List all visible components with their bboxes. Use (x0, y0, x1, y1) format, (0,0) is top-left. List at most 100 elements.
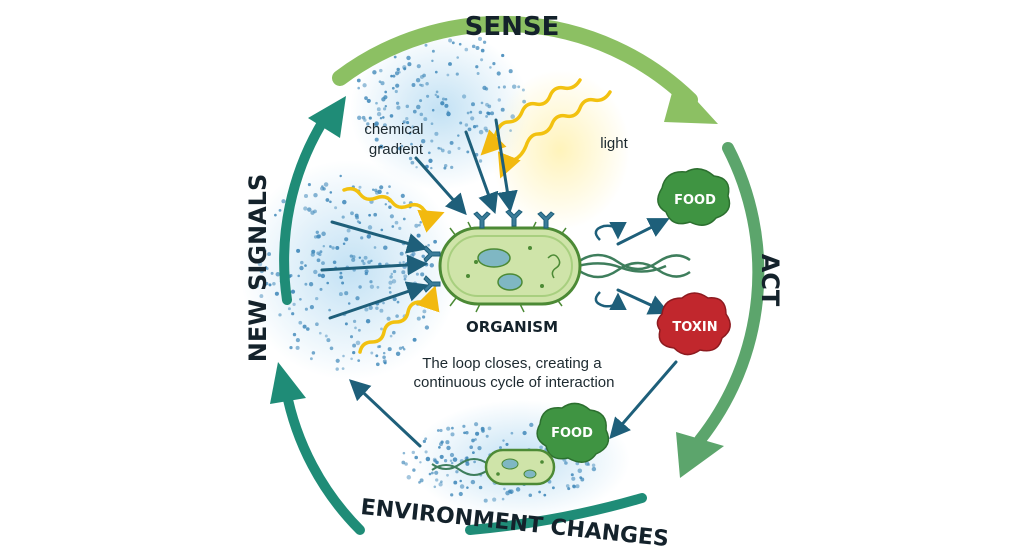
chemical-dot (289, 345, 293, 350)
chemical-dot (436, 429, 440, 432)
chemical-dot (303, 206, 308, 211)
chemical-dot (357, 86, 361, 90)
chemical-dot (515, 487, 521, 492)
chemical-dot (335, 367, 339, 371)
chemical-dot (439, 147, 443, 150)
chemical-dot (360, 236, 364, 240)
chemical-dot (382, 116, 385, 119)
chemical-dot (433, 458, 437, 463)
act-arrow (694, 142, 765, 446)
chemical-dot (465, 430, 469, 435)
food-target-top: FOOD (657, 168, 731, 226)
chemical-dot (344, 322, 348, 326)
chemical-dot (505, 442, 509, 446)
chemical-dot (265, 281, 269, 286)
chemical-dot (331, 246, 335, 250)
chemical-dot (382, 107, 387, 111)
chemical-dot (295, 338, 300, 343)
chemical-dot (298, 320, 303, 325)
chemical-dot (382, 355, 386, 360)
cell-inner (447, 235, 573, 297)
chemical-dot (309, 304, 315, 310)
chemical-dot (295, 345, 300, 350)
chemical-dot (409, 266, 415, 271)
chemical-dot (313, 192, 318, 198)
chemical-dot (414, 223, 419, 228)
chemical-dot (522, 430, 527, 436)
chemical-dot (342, 354, 345, 358)
chemical-dot (435, 478, 439, 482)
flagella (577, 253, 691, 279)
chemical-dot (443, 163, 448, 168)
chemical-dot (315, 296, 319, 301)
chemical-dot (423, 117, 428, 122)
chemical-dot (428, 472, 432, 476)
chemical-gradient-label: chemical gradient (364, 121, 427, 158)
chemical-dot (412, 468, 416, 472)
chemical-dot (323, 182, 329, 187)
chemical-dot (500, 107, 505, 112)
chemical-dot (388, 286, 392, 290)
act-label: ACT (756, 254, 784, 307)
chemical-dot (436, 95, 440, 99)
chemical-dot (386, 316, 391, 321)
chemical-dot (411, 83, 416, 87)
chemical-dot (401, 270, 406, 275)
upper-left-arrowhead (308, 96, 346, 138)
rotation-arrows (594, 221, 627, 311)
chemical-dot (449, 140, 454, 145)
chemical-dot (302, 324, 307, 329)
chemical-dot (387, 347, 392, 352)
chemical-dot (254, 283, 260, 288)
chemical-dot (305, 327, 310, 331)
chemical-dot (407, 62, 412, 67)
chemical-dot (457, 134, 460, 137)
chemical-dot (265, 267, 269, 271)
chemical-dot (395, 314, 399, 318)
chemical-dot (463, 431, 466, 435)
new-signals-label: NEW SIGNALS (244, 174, 272, 362)
chemical-dot (483, 498, 488, 503)
chemical-dot (291, 312, 295, 316)
chemical-dot (391, 225, 395, 228)
chemical-dot (419, 478, 424, 483)
chemical-dot (341, 367, 345, 370)
chemical-dot (522, 99, 526, 104)
chemical-dot (329, 200, 332, 204)
chemical-dot (349, 335, 354, 339)
chemical-dot (508, 69, 513, 74)
chemical-dot (322, 244, 326, 248)
chemical-dot (388, 185, 391, 188)
chemical-dot (354, 213, 359, 218)
chemical-dot (383, 95, 388, 100)
chemical-dot (272, 282, 276, 286)
chemical-dot (289, 274, 293, 278)
chemical-dot (459, 479, 462, 483)
chemical-dot (411, 251, 416, 256)
chemical-dot (382, 359, 387, 364)
chemical-dot (430, 139, 434, 143)
chemical-dot (319, 287, 323, 291)
chemical-dot (486, 111, 490, 115)
chemical-dot (426, 94, 430, 98)
chemical-dot (480, 58, 484, 62)
chemical-dot (366, 98, 371, 103)
chemical-dot (388, 205, 392, 209)
toxin-target: TOXIN (656, 292, 731, 356)
chemical-dot (395, 351, 401, 357)
chemical-dot (455, 470, 459, 474)
chemical-dot (478, 485, 483, 490)
chemical-dot (388, 291, 392, 294)
chemical-dot (355, 340, 361, 346)
chemical-dot (382, 351, 386, 355)
chemical-dot (455, 72, 459, 76)
chemical-dot (396, 67, 400, 72)
chemical-dot (392, 269, 397, 274)
chemical-dot (415, 165, 418, 169)
chemical-dot (334, 206, 338, 210)
chemical-dot (501, 497, 505, 501)
chemical-dot (371, 188, 375, 192)
chemical-dot (308, 282, 314, 287)
chemical-dot (414, 455, 419, 460)
